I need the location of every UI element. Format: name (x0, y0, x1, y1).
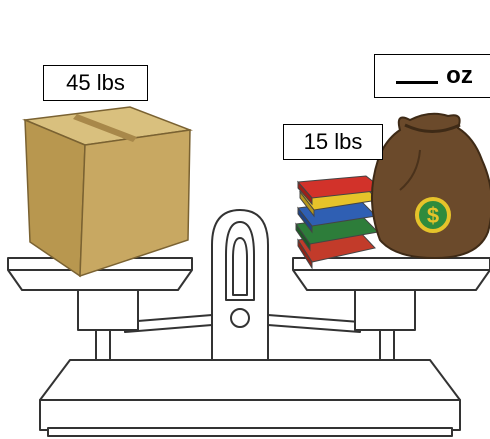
box-weight-label: 45 lbs (43, 65, 148, 101)
bag-unit-text: oz (446, 62, 473, 90)
books-weight-text: 15 lbs (304, 129, 363, 155)
book-stack-icon (296, 176, 384, 268)
box-weight-text: 45 lbs (66, 70, 125, 96)
svg-text:$: $ (427, 203, 439, 228)
cardboard-box-icon (25, 107, 190, 276)
bag-weight-label: oz (374, 54, 490, 98)
money-bag-icon: $ (372, 114, 490, 258)
answer-blank[interactable] (396, 81, 438, 84)
books-weight-label: 15 lbs (283, 124, 383, 160)
